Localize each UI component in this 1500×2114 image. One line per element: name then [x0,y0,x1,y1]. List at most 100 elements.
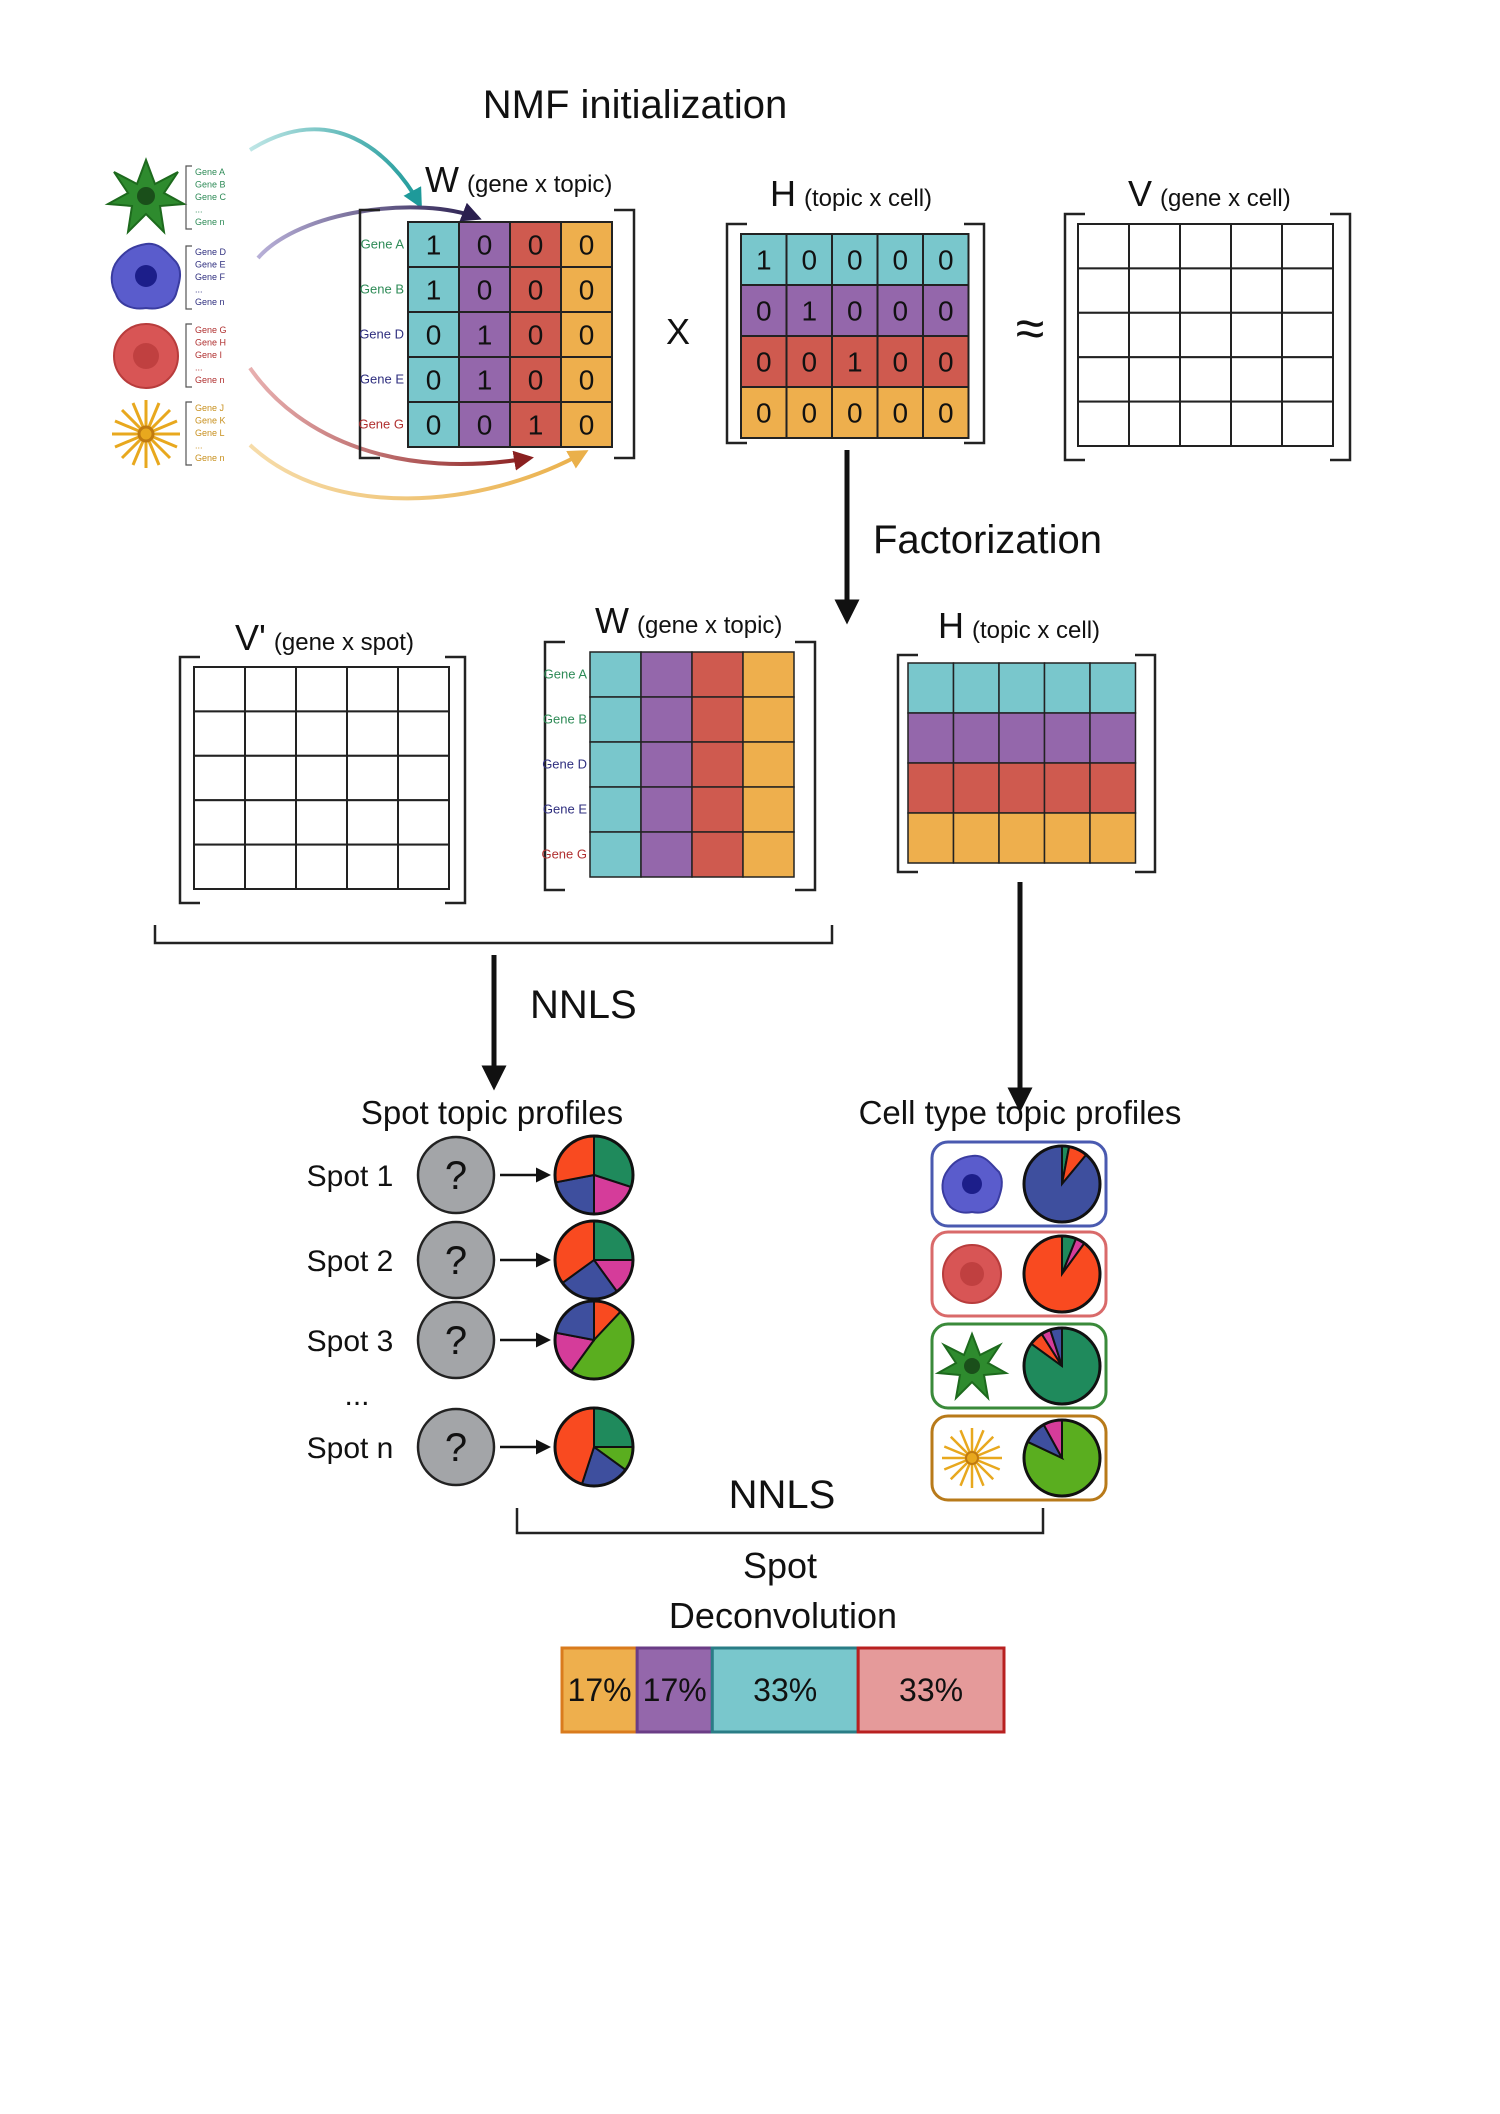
gene-list-item: ... [195,363,203,373]
svg-text:V(gene x cell): V (gene x cell) [1128,173,1291,214]
matrix-cell [640,651,693,698]
pie-chart [553,1219,635,1301]
pie-chart [553,1134,635,1216]
spot-label: Spot n [307,1432,394,1465]
matrix-cell [1043,712,1091,764]
row-label: Gene B [360,282,404,297]
gene-list-item: Gene F [195,272,226,282]
grid-cell [244,754,297,802]
matrix-cell [742,786,795,833]
yellow-spiky-cell-icon [112,400,180,468]
grid-cell [193,666,246,713]
grid-cell [295,754,348,802]
matrix-cell [952,812,1000,864]
grid-cell [397,843,450,890]
matrix-cell [785,386,833,439]
matrix-cell [831,386,879,439]
h-init-desc: (topic x cell) [804,185,932,212]
grid-cell [1128,356,1181,403]
matrix-cell-value: 0 [892,347,908,378]
row-label: Gene A [361,237,405,252]
yellow-spiky-cell-icon [942,1428,1002,1488]
gene-list-item: Gene n [195,297,225,307]
matrix-cell-value: 1 [477,320,493,351]
unknown-circle [416,1135,496,1215]
v-matrix: V (gene x cell) [1063,173,1352,462]
grid-cell [1077,356,1130,403]
matrix-cell-value: 0 [528,275,544,306]
matrix-cell [589,786,642,833]
svg-text:H(topic x cell): H(topic x cell) [938,605,1100,646]
matrix-cell [1043,812,1091,864]
grid-cell [346,754,399,802]
matrix-cell [1089,712,1137,764]
grid-cell [295,799,348,846]
matrix-cell [691,786,744,833]
v-symbol: V [1128,173,1152,214]
deconv-title-line1: Spot [743,1545,817,1586]
nnls-label-2: NNLS [729,1473,836,1517]
matrix-cell-value: 0 [847,398,863,429]
unknown-circle [416,1220,496,1300]
matrix-cell [691,831,744,878]
matrix-cell-value: 0 [477,275,493,306]
gene-list-item: Gene E [195,260,226,270]
grid-cell [193,754,246,802]
deconvolution-bar: 17% 17% 33% 33% [560,1646,1006,1734]
matrix-cell [952,762,1000,814]
gene-list-item: Gene n [195,453,225,463]
v-prime-symbol: V' [235,617,266,658]
matrix-cell-value: 0 [801,245,817,276]
gene-list-item: Gene G [195,325,227,335]
deconv-segment-label: 17% [643,1672,707,1708]
v-desc: (gene x cell) [1160,185,1291,212]
v-prime-desc: (gene x spot) [274,629,414,656]
celltype-row [930,1140,1108,1228]
grid-cell [193,710,246,757]
times-symbol: X [666,311,690,352]
matrix-cell [785,284,833,337]
matrix-cell [589,741,642,788]
page-title: NMF initialization [483,83,788,127]
matrix-cell [691,741,744,788]
w-init-desc: (gene x topic) [467,171,612,198]
deconv-segment [856,1646,1006,1734]
gene-list-item: Gene n [195,217,225,227]
deconv-segment-label: 33% [753,1672,817,1708]
grid-cell [1281,267,1334,314]
deconv-segment-label: 17% [568,1672,632,1708]
matrix-cell [831,284,879,337]
matrix-cell [560,221,613,268]
row-label: Gene G [358,417,404,432]
blue-blob-cell-icon [110,242,182,310]
deconv-segment-label: 33% [899,1672,963,1708]
pie-chart [1022,1234,1102,1314]
grid-cell [346,710,399,757]
grid-cell [1077,400,1130,448]
matrix-cell-value: 0 [528,365,544,396]
grid-cell [397,754,450,802]
grid-cell [1128,223,1181,270]
matrix-cell-value: 0 [847,245,863,276]
matrix-cell [1043,762,1091,814]
matrix-cell-value: 0 [938,245,954,276]
unknown-symbol: ? [445,1239,467,1283]
v-prime-matrix: V' (gene x spot) [178,617,467,905]
matrix-cell-value: 0 [756,296,772,327]
green-star-cell-icon [934,1331,1010,1401]
grid-cell [1281,311,1334,359]
matrix-cell-value: 0 [892,398,908,429]
matrix-cell-value: 0 [579,320,595,351]
matrix-cell-value: 0 [426,410,442,441]
grid-cell [346,843,399,890]
spot-row: Spot n? [307,1406,635,1488]
matrix-cell [922,386,970,439]
matrix-cell-value: 0 [938,347,954,378]
h-fact-desc: (topic x cell) [972,617,1100,644]
pie-chart [1022,1326,1102,1406]
grid-cell [397,666,450,713]
grid-cell [1179,223,1232,270]
matrix-cell-value: 0 [938,296,954,327]
svg-text:V'(gene x spot): V' (gene x spot) [235,617,414,658]
